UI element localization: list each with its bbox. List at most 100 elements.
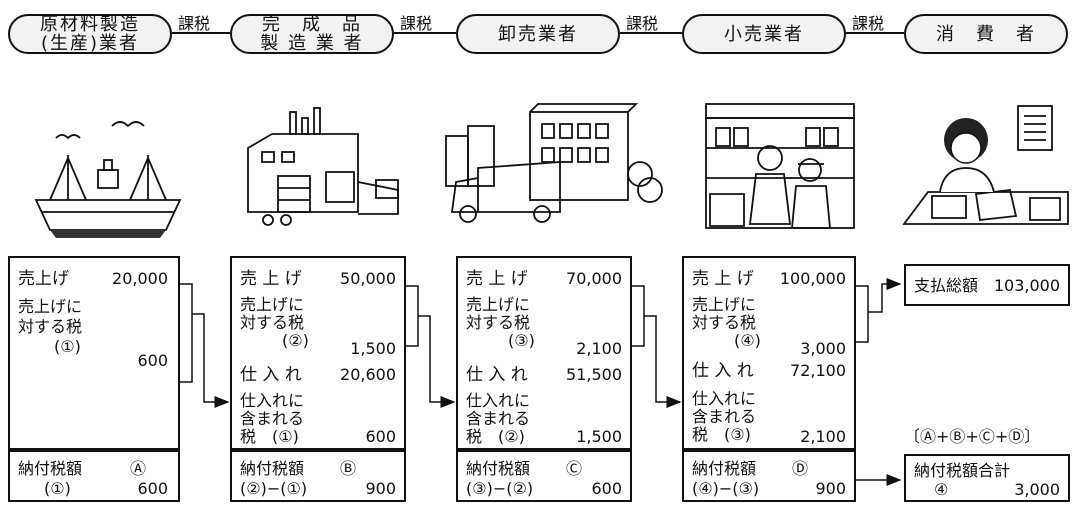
purchase-label: 仕 入 れ (240, 365, 302, 385)
purchase-tax-label-3: 税 (①) (240, 427, 299, 446)
sales-label: 売上げ (18, 269, 69, 289)
purchase-tax-label-1: 仕入れに (466, 391, 531, 410)
purchase-label: 仕 入 れ (692, 361, 754, 381)
stage-label-line2: (生産)業者 (40, 33, 140, 54)
payment-label: 納付税額 (692, 459, 757, 478)
tax-sum-value: 3,000 (1014, 480, 1060, 499)
tax-sum-formula: 〔Ⓐ+Ⓑ+Ⓒ+Ⓓ〕 (904, 427, 1041, 446)
sales-tax-label-2: 対する税 (18, 317, 83, 336)
ship-illustration (34, 121, 182, 238)
sales-tax-value: 2,100 (576, 339, 622, 358)
retail-store-illustration (705, 103, 855, 229)
payment-label: 納付税額 (466, 459, 531, 478)
sales-tax-value: 3,000 (800, 339, 846, 358)
payment-box-manufacturer: 納付税額 Ⓑ (②)−(①) 900 (230, 450, 406, 502)
purchase-tax-label-3: 税 (②) (466, 427, 525, 446)
tax-sum-mark: ④ (934, 480, 949, 499)
wholesale-truck-illustration (445, 103, 663, 223)
consumer-total-box: 支払総額 103,000 (904, 264, 1070, 306)
sales-tax-label-1: 売上げに (240, 295, 305, 314)
sales-tax-label-3: (④) (734, 331, 761, 350)
sales-value: 100,000 (779, 269, 846, 288)
stage-connector-3 (620, 32, 682, 34)
stage-label-line1: 小売業者 (724, 23, 804, 45)
purchase-value: 20,600 (340, 365, 396, 384)
payment-formula: (②)−(①) (240, 479, 308, 498)
consumer-tax-sum-box: 納付税額合計 ④ 3,000 (904, 454, 1070, 502)
sales-tax-label-3: (③) (508, 331, 535, 350)
payment-box-wholesaler: 納付税額 Ⓒ (③)−(②) 600 (456, 450, 632, 502)
factory-illustration (247, 107, 399, 226)
purchase-tax-value: 2,100 (800, 427, 846, 446)
total-payment-value: 103,000 (993, 276, 1060, 295)
payment-mark: Ⓐ (130, 459, 147, 478)
consumer-illustration (902, 105, 1069, 225)
stage-connector-4 (846, 32, 904, 34)
purchase-tax-label-1: 仕入れに (692, 389, 757, 408)
purchase-tax-label-3: 税 (③) (692, 425, 751, 444)
tax-label-1: 課税 (178, 14, 211, 33)
ledger-box-raw-material: 売上げ 20,000 売上げに 対する税 (①) 600 (8, 256, 180, 450)
stage-label-line1: 消 費 者 (936, 23, 1036, 45)
sales-value: 70,000 (566, 269, 622, 288)
tax-sum-label: 納付税額合計 (914, 461, 1011, 480)
tax-label-2: 課税 (400, 14, 433, 33)
sales-tax-label-2: 対する税 (692, 313, 757, 332)
purchase-tax-label-1: 仕入れに (240, 391, 305, 410)
stage-label-line1: 完 成 品 (261, 14, 362, 35)
purchase-tax-label-2: 含まれる (692, 407, 757, 426)
sales-value: 50,000 (340, 269, 396, 288)
purchase-label: 仕 入 れ (466, 365, 528, 385)
ledger-box-wholesaler: 売 上 げ 70,000 売上げに 対する税 (③) 2,100 仕 入 れ 5… (456, 256, 632, 450)
purchase-tax-value: 1,500 (576, 427, 622, 446)
payment-box-retailer: 納付税額 Ⓓ (④)−(③) 900 (682, 450, 856, 502)
sales-tax-label-1: 売上げに (18, 297, 83, 316)
stage-retailer: 小売業者 (682, 14, 846, 54)
sales-tax-label-3: (①) (54, 337, 81, 356)
tax-label-3: 課税 (626, 14, 659, 33)
payment-value: 600 (591, 479, 622, 498)
purchase-value: 51,500 (566, 365, 622, 384)
payment-mark: Ⓓ (792, 459, 809, 478)
payment-box-raw-material: 納付税額 Ⓐ (①) 600 (8, 450, 180, 502)
sales-tax-value: 1,500 (350, 339, 396, 358)
payment-formula: (③)−(②) (466, 479, 534, 498)
sales-tax-label-2: 対する税 (466, 313, 531, 332)
payment-label: 納付税額 (18, 459, 83, 478)
payment-value: 900 (815, 479, 846, 498)
stage-finished-goods-manufacturer: 完 成 品製 造 業 者 (230, 14, 394, 54)
stage-consumer: 消 費 者 (904, 14, 1068, 54)
purchase-value: 72,100 (790, 361, 846, 380)
stage-connector-1 (172, 32, 230, 34)
sales-label: 売 上 げ (240, 269, 302, 289)
sales-value: 20,000 (112, 269, 168, 288)
total-payment-label: 支払総額 (914, 276, 979, 295)
sales-tax-label-1: 売上げに (466, 295, 531, 314)
payment-value: 600 (137, 479, 168, 498)
sales-tax-label-1: 売上げに (692, 295, 757, 314)
purchase-tax-value: 600 (365, 427, 396, 446)
stage-label-line2: 製 造 業 者 (260, 33, 364, 54)
stage-raw-material-producer: 原材料製造(生産)業者 (8, 14, 172, 54)
payment-mark: Ⓑ (340, 459, 357, 478)
ledger-box-manufacturer: 売 上 げ 50,000 売上げに 対する税 (②) 1,500 仕 入 れ 2… (230, 256, 406, 450)
purchase-tax-label-2: 含まれる (466, 409, 531, 428)
payment-formula: (①) (44, 479, 71, 498)
payment-formula: (④)−(③) (692, 479, 760, 498)
sales-tax-value: 600 (137, 351, 168, 370)
sales-label: 売 上 げ (692, 269, 754, 289)
sales-label: 売 上 げ (466, 269, 528, 289)
sales-tax-label-2: 対する税 (240, 313, 305, 332)
stage-label-line1: 卸売業者 (498, 23, 578, 45)
tax-label-4: 課税 (852, 14, 885, 33)
ledger-box-retailer: 売 上 げ 100,000 売上げに 対する税 (④) 3,000 仕 入 れ … (682, 256, 856, 450)
stage-label-line1: 原材料製造 (40, 14, 140, 35)
payment-value: 900 (365, 479, 396, 498)
sales-tax-label-3: (②) (282, 331, 309, 350)
stage-wholesaler: 卸売業者 (456, 14, 620, 54)
payment-label: 納付税額 (240, 459, 305, 478)
payment-mark: Ⓒ (566, 459, 583, 478)
stage-connector-2 (394, 32, 456, 34)
purchase-tax-label-2: 含まれる (240, 409, 305, 428)
